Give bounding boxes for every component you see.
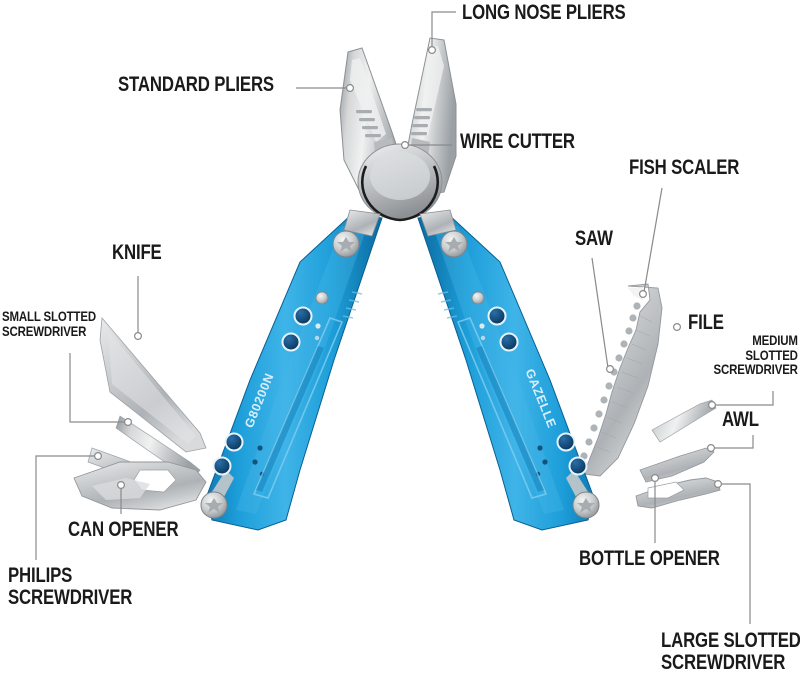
callout-label-wire-cutter: WIRE CUTTER xyxy=(460,130,575,153)
callout-label-awl: AWL xyxy=(722,408,759,431)
callout-label-can-opener: CAN OPENER xyxy=(68,518,179,541)
callout-label-medium-slotted-screwdriver: MEDIUM SLOTTED SCREWDRIVER xyxy=(713,332,798,378)
callout-label-long-nose-pliers: LONG NOSE PLIERS xyxy=(462,1,626,24)
callout-label-fish-scaler: FISH SCALER xyxy=(629,156,740,179)
callout-label-bottle-opener: BOTTLE OPENER xyxy=(579,547,720,570)
callout-label-saw: SAW xyxy=(575,227,613,250)
callout-label-philips-screwdriver: PHILIPS SCREWDRIVER xyxy=(8,564,133,609)
callout-label-small-slotted-screwdriver: SMALL SLOTTED SCREWDRIVER xyxy=(2,308,96,339)
callout-label-knife: KNIFE xyxy=(112,241,162,264)
callout-label-standard-pliers: STANDARD PLIERS xyxy=(118,73,274,96)
callout-label-large-slotted-screwdriver: LARGE SLOTTED SCREWDRIVER xyxy=(661,629,800,674)
callout-label-file: FILE xyxy=(688,311,724,334)
